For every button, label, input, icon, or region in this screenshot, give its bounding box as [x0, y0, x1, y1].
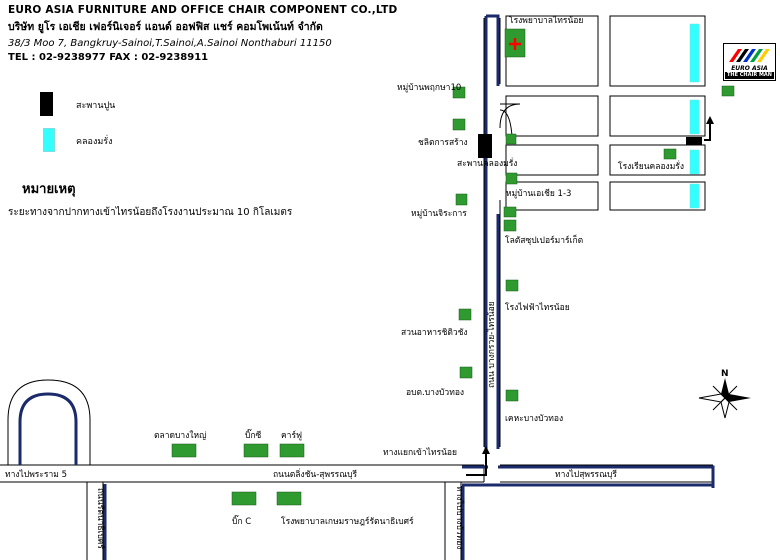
label-mrang-school: โรงเรียนคลองมรั่ง	[618, 160, 684, 172]
label-to-phra-ram5: ทางไปพระราม 5	[5, 469, 67, 480]
road-main	[0, 464, 713, 483]
junction-arrow	[466, 452, 487, 476]
label-construction: ชลิตการสร้าง	[418, 137, 468, 148]
label-bangbuathong-municipality: เคหะบางบัวทอง	[505, 414, 563, 424]
label-district-office: อบต.บางบัวทอง	[406, 388, 464, 398]
label-sainoi-junction: ทางแยกเข้าไทรน้อย	[383, 447, 457, 458]
euro-asia-logo: EURO ASIA THE CHAIR MAN	[723, 43, 776, 81]
hospital-cross	[509, 38, 521, 50]
company-name-en: EURO ASIA FURNITURE AND OFFICE CHAIR COM…	[8, 4, 398, 16]
canal-strips	[689, 23, 700, 209]
company-address: 38/3 Moo 7, Bangkruy-Sainoi,T.Sainoi,A.S…	[8, 38, 332, 49]
junction-arrow-head	[482, 446, 490, 454]
notes-text: ระยะทางจากปากทางเข้าไทรน้อยถึงโรงงานประม…	[8, 207, 293, 218]
label-road-main: ถนนตลิ่งชัน-สุพรรณบุรี	[273, 468, 357, 480]
svg-text:N: N	[721, 369, 729, 379]
label-sainoi-hospital: โรงพยาบาลไทรน้อย	[509, 15, 583, 26]
legend-bridge-label: สะพานปูน	[76, 101, 116, 111]
legend-canal-swatch	[43, 128, 55, 152]
factory-arrow	[704, 122, 711, 141]
legend-canal-label: คลองมรั่ง	[76, 137, 113, 147]
road-bangbuathong	[444, 482, 462, 560]
legend-bridge-swatch	[40, 92, 53, 116]
label-carrefour: คาร์ฟู	[281, 430, 302, 441]
compass-icon: N	[698, 369, 751, 419]
road-ratanathibet	[86, 482, 104, 560]
road-sainoi	[483, 18, 501, 447]
logo-mark-icon	[729, 49, 770, 62]
company-header: EURO ASIA FURNITURE AND OFFICE CHAIR COM…	[8, 4, 397, 63]
label-chitchang-garden: สวนอาหารชิติวชัง	[401, 328, 468, 338]
label-road-ratanathibet: ถนนรัตนาธิเบศร์	[95, 488, 106, 549]
label-power-station: โรงไฟฟ้าไทรน้อย	[505, 302, 570, 313]
factory-arrow-head	[706, 116, 714, 124]
label-asia-village: หมู่บ้านเอเชีย 1-3	[506, 188, 571, 199]
town-blocks	[505, 15, 706, 211]
company-name-th: บริษัท ยูโร เอเชีย เฟอร์นิเจอร์ แอนด์ ออ…	[8, 21, 323, 33]
road-main-edge-right	[498, 465, 715, 488]
loop-road-inner	[18, 392, 78, 465]
label-road-bangbuathong: ทางไปบางบัวทอง	[454, 486, 465, 550]
loop-road	[7, 379, 91, 465]
bridge-mrang	[478, 134, 492, 158]
label-hospital-lower: โรงพยาบาลเกษมราษฎร์รัตนาธิเบศร์	[281, 516, 414, 527]
notes-title: หมายเหตุ	[22, 182, 76, 197]
company-contact: TEL : 02-9238977 FAX : 02-9238911	[8, 52, 209, 63]
label-bigc: บิ๊กซี	[245, 428, 262, 441]
label-to-suphan: ทางไปสุพรรณบุรี	[555, 469, 617, 480]
bridge-factory	[686, 137, 702, 145]
label-phruksa-village: หมู่บ้านพฤกษา10	[397, 82, 461, 93]
label-bangyai-market: ตลาดบางใหญ่	[154, 430, 206, 441]
label-lotus: โลตัสซุปเปอร์มาร์เก็ต	[505, 234, 583, 246]
road-sainoi-edge-top	[486, 14, 500, 86]
label-mrang-bridge: สะพานคลองมรั่ง	[457, 157, 517, 169]
label-road-sainoi: ถนน บางกรวย-ไทรน้อย	[486, 301, 497, 388]
label-chinakan-village: หมู่บ้านจิระการ	[411, 208, 467, 219]
logo-tagline: THE CHAIR MAN	[725, 72, 774, 79]
logo-brand: EURO ASIA	[731, 65, 768, 72]
landmarks	[171, 28, 735, 506]
label-bigc-lower: บิ๊ก C	[232, 514, 251, 527]
entry-road	[499, 103, 521, 214]
